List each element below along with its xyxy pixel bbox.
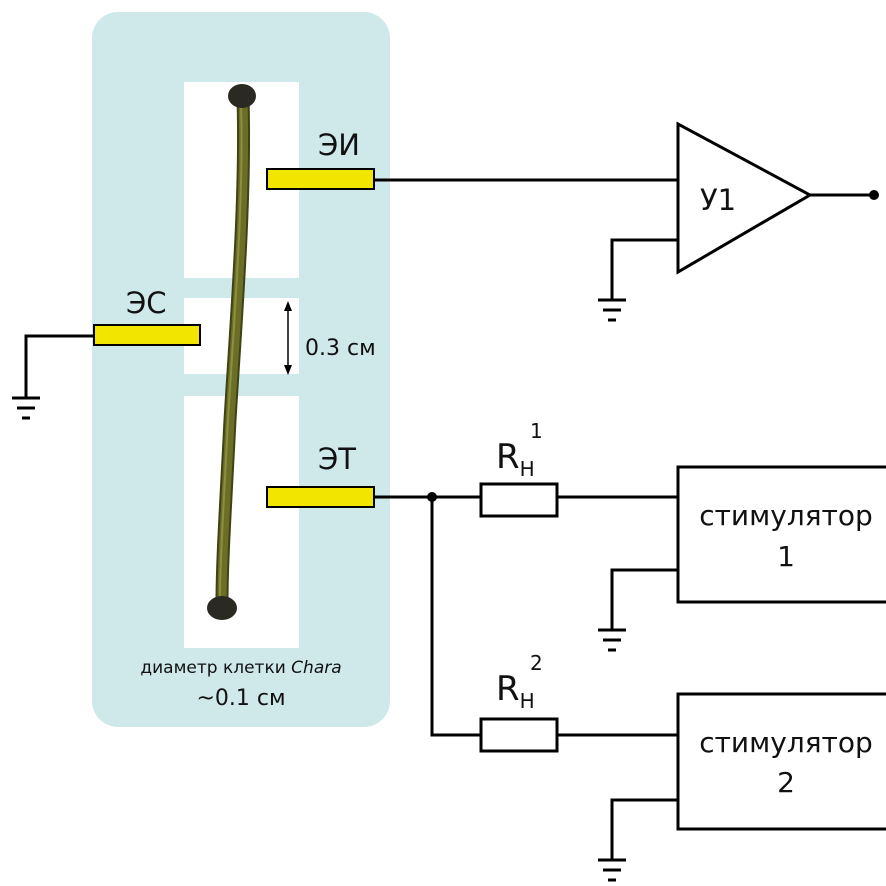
chara-cell-body xyxy=(217,93,249,607)
label-r2: RН xyxy=(496,669,535,713)
junction-dot-icon xyxy=(427,492,437,502)
resistor-icon-r1 xyxy=(479,482,559,518)
label-gap: 0.3 см xyxy=(305,336,376,361)
ground-icon xyxy=(598,628,626,652)
label-r1: RН xyxy=(496,437,535,481)
stimulator-1-label-line2: 1 xyxy=(777,540,795,573)
ground-icon xyxy=(12,396,40,420)
label-es: ЭС xyxy=(126,286,167,320)
chara-cell-highlight xyxy=(219,103,243,597)
label-amplifier: У1 xyxy=(700,183,736,217)
stimulator-2-label-line2: 2 xyxy=(777,766,795,799)
ground-icon xyxy=(598,298,626,322)
label-ei: ЭИ xyxy=(318,128,360,162)
gap-dimension-arrow xyxy=(284,301,292,375)
r2-sup: 2 xyxy=(530,651,543,675)
label-et: ЭТ xyxy=(318,442,356,476)
stimulator-1-label-line1: стимулятор xyxy=(699,499,873,532)
caption-cell-diameter: диаметр клетки Chara xyxy=(140,658,341,678)
cell-node-top xyxy=(228,84,256,108)
electrode-es xyxy=(93,324,201,346)
r1-sup: 1 xyxy=(530,419,543,443)
cell-node-bottom xyxy=(207,596,237,620)
caption-value: ~0.1 см xyxy=(196,686,285,711)
caption-species: Chara xyxy=(291,658,341,678)
stimulator-2-box xyxy=(676,692,886,831)
stimulator-2-label-line1: стимулятор xyxy=(699,726,873,759)
amplifier-triangle-icon xyxy=(676,121,814,275)
r2-main: R xyxy=(496,669,520,709)
stimulator-1-box xyxy=(676,465,886,604)
compartment-bottom xyxy=(184,396,299,648)
electrode-ei xyxy=(266,168,375,190)
resistor-icon-r2 xyxy=(479,717,559,753)
ground-icon xyxy=(598,858,626,882)
r1-main: R xyxy=(496,437,520,477)
r1-sub: Н xyxy=(520,457,535,481)
caption-prefix: диаметр клетки xyxy=(140,658,291,678)
output-dot-icon xyxy=(869,190,879,200)
electrode-et xyxy=(266,486,375,508)
r2-sub: Н xyxy=(520,689,535,713)
